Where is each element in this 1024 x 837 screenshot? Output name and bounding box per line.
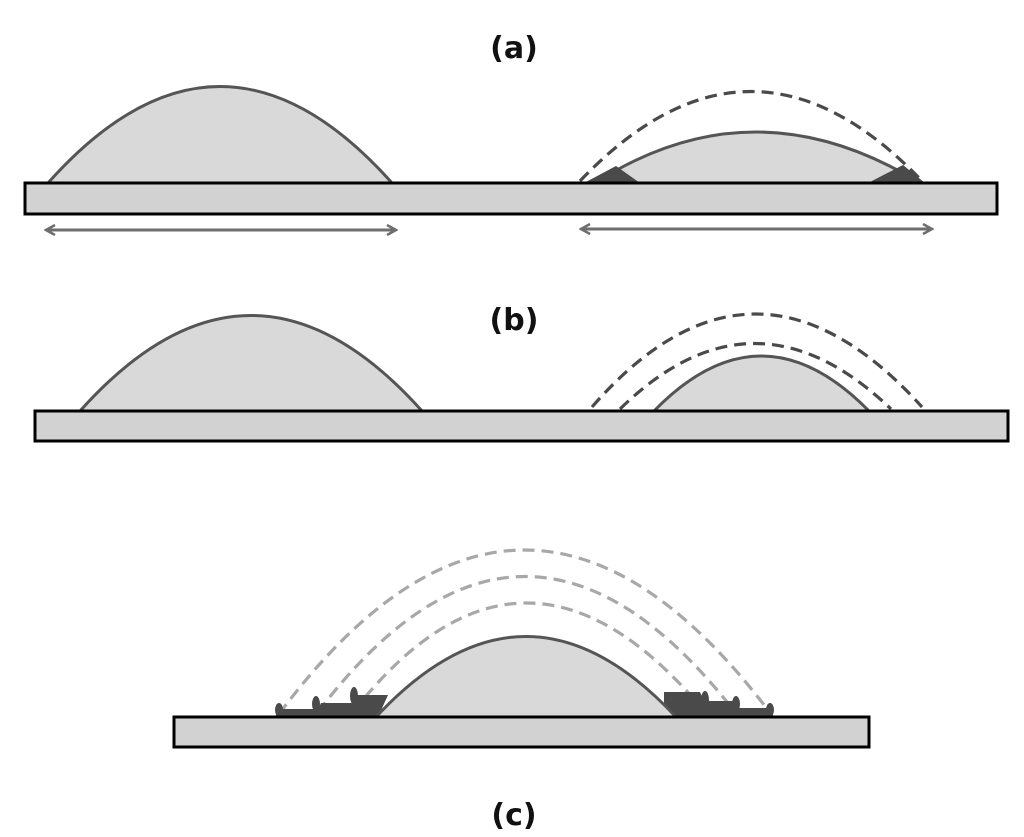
panel-c-deposit-ring-right-inner — [701, 691, 709, 709]
panel-c-label: (c) — [491, 798, 536, 833]
panel-b-outline-dashed-outer — [590, 312, 924, 409]
panel-c: (c) — [172, 548, 871, 833]
panel-a-right-deposit — [868, 165, 925, 183]
panel-c-deposit-ring-left-middle — [312, 696, 320, 712]
panel-c-outline-dashed-middle — [316, 575, 737, 713]
panel-c-left-deposit-base — [276, 695, 388, 717]
panel-b-evaporated-droplet — [650, 354, 873, 413]
panel-c-deposit-ring-right-middle — [732, 696, 740, 712]
panel-a-initial-droplet — [44, 85, 396, 185]
panel-c-substrate — [172, 715, 871, 749]
panel-a-substrate — [23, 181, 999, 216]
panel-c-deposit-ring-left-inner — [350, 687, 358, 705]
panel-c-droplet — [372, 635, 680, 719]
panel-a: (a) — [23, 31, 999, 230]
panel-a-original-outline-dashed — [578, 89, 924, 183]
panel-b-substrate — [33, 409, 1010, 443]
panel-b-initial-droplet — [76, 314, 426, 413]
panel-c-deposit-ring-right-outer — [766, 703, 774, 717]
panel-a-label: (a) — [490, 31, 538, 66]
panel-c-deposit-ring-left-outer — [275, 703, 283, 717]
panel-a-evaporated-droplet — [589, 130, 926, 185]
panel-b: (b) — [33, 303, 1010, 443]
panel-b-label: (b) — [490, 303, 539, 338]
panel-c-outline-dashed-inner — [351, 601, 707, 714]
panel-b-outline-dashed-inner — [618, 342, 893, 411]
panel-c-right-deposit-base — [664, 692, 773, 717]
panel-a-left-deposit — [584, 166, 640, 183]
panel-c-outline-dashed-outer — [277, 548, 773, 715]
